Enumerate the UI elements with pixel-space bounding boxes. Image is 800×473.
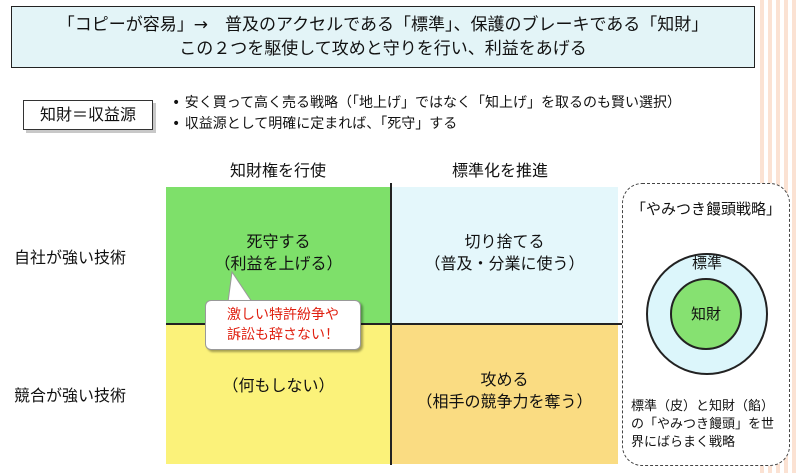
yamitsuki-desc-line: の「やみつき饅頭」を世: [631, 417, 775, 432]
ip-revenue-label: 知財＝収益源: [23, 100, 153, 130]
row-header-competitor-strong: 競合が強い技術: [14, 386, 127, 405]
column-header-ip: 知財権を行使: [230, 161, 327, 180]
quadrant-discard: 切り捨てる （普及・分業に使う）: [391, 187, 618, 324]
quadrant-nothing-title: （何もしない）: [222, 376, 335, 395]
title-line-2: この２つを駆使して攻めと守りを行い、利益をあげる: [179, 39, 587, 59]
ip-circle: 知財: [670, 278, 742, 350]
bullet-list: 安く買って高く売る戦略（「地上げ」ではなく「知上げ」を取るのも賢い選択） 収益源…: [172, 93, 681, 135]
title-line-1: 「コピーが容易」→ 普及のアクセルである「標準」、保護のブレーキである「知財」: [57, 15, 709, 35]
callout-line-2: 訴訟も辞さない！: [227, 327, 339, 343]
bullet-item: 収益源として明確に定まれば、「死守」する: [172, 114, 681, 135]
row-header-own-strong: 自社が強い技術: [14, 248, 127, 267]
standard-label: 標準: [691, 254, 722, 272]
quadrant-defend-sub: （利益を上げる）: [214, 254, 343, 273]
yamitsuki-desc-line: 標準（皮）と知財（餡）: [631, 399, 775, 414]
bullet-item: 安く買って高く売る戦略（「地上げ」ではなく「知上げ」を取るのも賢い選択）: [172, 93, 681, 114]
quadrant-attack-title: 攻める: [480, 370, 529, 389]
yamitsuki-title: 「やみつき饅頭戦略」: [630, 200, 781, 218]
yamitsuki-description: 標準（皮）と知財（餡） の「やみつき饅頭」を世 界にばらまく戦略: [631, 398, 786, 452]
column-header-standard: 標準化を推進: [452, 161, 549, 180]
quadrant-discard-sub: （普及・分業に使う）: [424, 254, 585, 273]
quadrant-attack-sub: （相手の競争力を奪う）: [416, 392, 593, 411]
horizontal-axis: [166, 323, 623, 325]
quadrant-attack: 攻める （相手の競争力を奪う）: [391, 324, 618, 464]
yamitsuki-panel: 「やみつき饅頭戦略」 標準 知財 標準（皮）と知財（餡） の「やみつき饅頭」を世…: [622, 183, 790, 466]
callout-bubble: 激しい特許紛争や 訴訟も辞さない！: [205, 300, 361, 350]
title-box: 「コピーが容易」→ 普及のアクセルである「標準」、保護のブレーキである「知財」 …: [11, 6, 755, 68]
yamitsuki-desc-line: 界にばらまく戦略: [631, 435, 736, 450]
quadrant-defend-title: 死守する: [246, 232, 311, 251]
standard-circle: [646, 253, 768, 375]
callout-line-1: 激しい特許紛争や: [227, 307, 339, 323]
quadrant-discard-title: 切り捨てる: [464, 232, 545, 251]
